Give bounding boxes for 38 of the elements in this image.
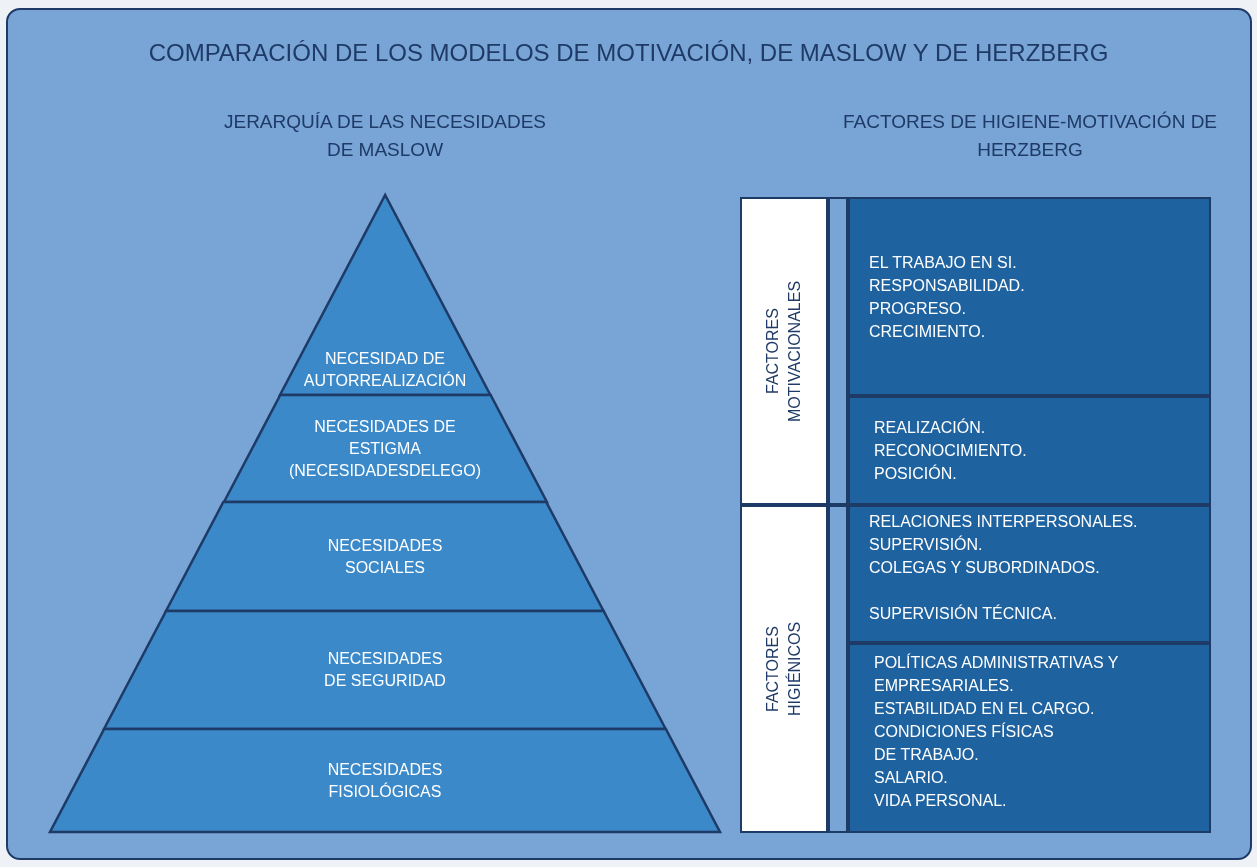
level-label: NECESIDADES SOCIALES [326,535,444,578]
column-strip [828,505,848,833]
factor-item: RELACIONES INTERPERSONALES. [869,512,1138,532]
factor-item: RESPONSABILIDAD. [869,275,1025,296]
factor-cell [848,505,1211,643]
category-label: FACTORES HIGIÉNICOS [763,620,804,719]
factor-item: SUPERVISIÓN. [869,534,983,555]
factor-item: POSICIÓN. [874,463,957,484]
factor-item: COLEGAS Y SUBORDINADOS. [869,558,1100,578]
level-label: NECESIDADES FISIOLÓGICAS [326,759,444,802]
factor-item: ESTABILIDAD EN EL CARGO. [874,699,1095,719]
category-label: FACTORES MOTIVACIONALES [763,279,804,424]
pyramid-level [279,195,491,395]
pyramid-level [166,502,604,611]
factor-item: RECONOCIMIENTO. [874,441,1027,461]
column-strip [828,197,848,505]
level-label: NECESIDADES DE ESTIGMA (NECESIDADESDELEGO) [287,416,482,481]
level-label: NECESIDAD DE AUTORREALIZACIÓN [302,349,468,391]
category-box [740,197,828,505]
factor-item: CRECIMIENTO. [869,321,986,342]
section-heading: JERARQUÍA DE LAS NECESIDADES DE MASLOW [222,110,547,162]
level-label: NECESIDADES DE SEGURIDAD [323,649,447,691]
factor-cell [848,197,1211,396]
pyramid-level [223,395,547,502]
factor-item: EL TRABAJO EN SI. [869,252,1017,273]
category-box [740,505,828,833]
factor-item: VIDA PERSONAL. [874,791,1007,811]
factor-item: POLÍTICAS ADMINISTRATIVAS Y EMPRESARIALES. [874,652,1120,696]
title: COMPARACIÓN DE LOS MODELOS DE MOTIVACIÓN, DE MASLOW Y DE HERZBERG [147,38,1110,68]
section-heading: FACTORES DE HIGIENE-MOTIVACIÓN DE HERZBERG [841,110,1219,162]
factor-cell [848,396,1211,505]
factor-item: SALARIO. [874,768,948,788]
factor-item: REALIZACIÓN. [874,417,986,438]
factor-item: PROGRESO. [869,298,966,319]
factor-item: CONDICIONES FÍSICAS DE TRABAJO. [874,721,1055,765]
factor-item: SUPERVISIÓN TÉCNICA. [869,603,1057,624]
factor-cell [848,643,1211,833]
pyramid-level [50,729,720,832]
